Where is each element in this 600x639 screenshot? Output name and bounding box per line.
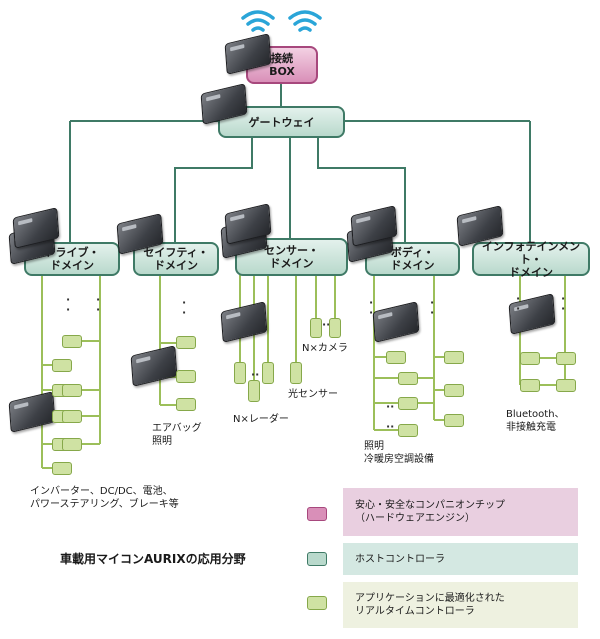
ellipsis: ··: [251, 368, 260, 381]
wifi-icon: [288, 10, 322, 32]
ellipsis: ··: [386, 400, 395, 413]
ellipsis: ··: [430, 296, 435, 319]
ecu-box: [310, 318, 322, 338]
ecu-box: [556, 379, 576, 392]
info-apps-label: Bluetooth、 非接触充電: [506, 409, 565, 433]
ecu-links: [41, 275, 566, 469]
ecu-box: [62, 335, 82, 348]
gw-safety-line: [174, 138, 253, 244]
ecu-box: [62, 384, 82, 397]
ecu-box: [398, 397, 418, 410]
legend-item-companion: 安心・安全なコンパニオンチップ （ハードウェアエンジン）: [343, 488, 578, 536]
light-sensor-label: 光センサー: [288, 389, 338, 400]
ecu-box: [329, 318, 341, 338]
ecu-box: [62, 438, 82, 451]
ecu-box: [398, 424, 418, 437]
radar-label: N×レーダー: [233, 414, 289, 425]
ellipsis: ··: [66, 293, 71, 316]
legend-title: 車載用マイコンAURIXの応用分野: [60, 552, 246, 566]
ellipsis: ··: [386, 420, 395, 433]
ecu-box: [52, 462, 72, 475]
drive-apps-label: インバーター、DC/DC、電池、 パワーステアリング、ブレーキ等: [30, 486, 179, 510]
ecu-box: [444, 384, 464, 397]
camera-label: N×カメラ: [302, 343, 348, 354]
ellipsis: ··: [369, 296, 374, 319]
ellipsis: ··: [96, 293, 101, 316]
wifi-icon: [241, 10, 275, 32]
ecu-box: [176, 370, 196, 383]
ecu-box: [62, 410, 82, 423]
ecu-box: [248, 380, 260, 402]
ecu-box: [52, 359, 72, 372]
gw-body-line: [317, 138, 406, 244]
legend-swatch-pink: [307, 507, 327, 521]
ecu-box: [262, 362, 274, 384]
drive-domain-node: ドライブ・ ドメイン: [24, 242, 120, 276]
ecu-box: [444, 414, 464, 427]
infotainment-domain-node: インフォテインメント・ ドメイン: [472, 240, 590, 279]
legend-item-host: ホストコントローラ: [343, 543, 578, 575]
ecu-box: [386, 351, 406, 364]
legend-item-realtime: アプリケーションに最適化された リアルタイムコントローラ: [343, 582, 578, 628]
ecu-box: [176, 336, 196, 349]
ellipsis: ··: [182, 296, 187, 319]
ecu-box: [520, 352, 540, 365]
ellipsis: ··: [561, 292, 566, 315]
ecu-box: [398, 372, 418, 385]
ecu-box: [520, 379, 540, 392]
ellipsis: ··: [516, 292, 521, 315]
ellipsis: ··: [322, 318, 331, 331]
ecu-box: [234, 362, 246, 384]
safety-apps-label: エアバッグ 照明: [152, 423, 202, 447]
legend-swatch-rt: [307, 596, 327, 610]
ecu-box: [556, 352, 576, 365]
ecu-box: [176, 398, 196, 411]
ecu-box: [444, 351, 464, 364]
legend-swatch-host: [307, 552, 327, 566]
body-domain-node: ボディ・ ドメイン: [365, 242, 460, 276]
body-apps-label: 照明 冷暖房空調設備: [364, 441, 434, 465]
ecu-box: [290, 362, 302, 384]
